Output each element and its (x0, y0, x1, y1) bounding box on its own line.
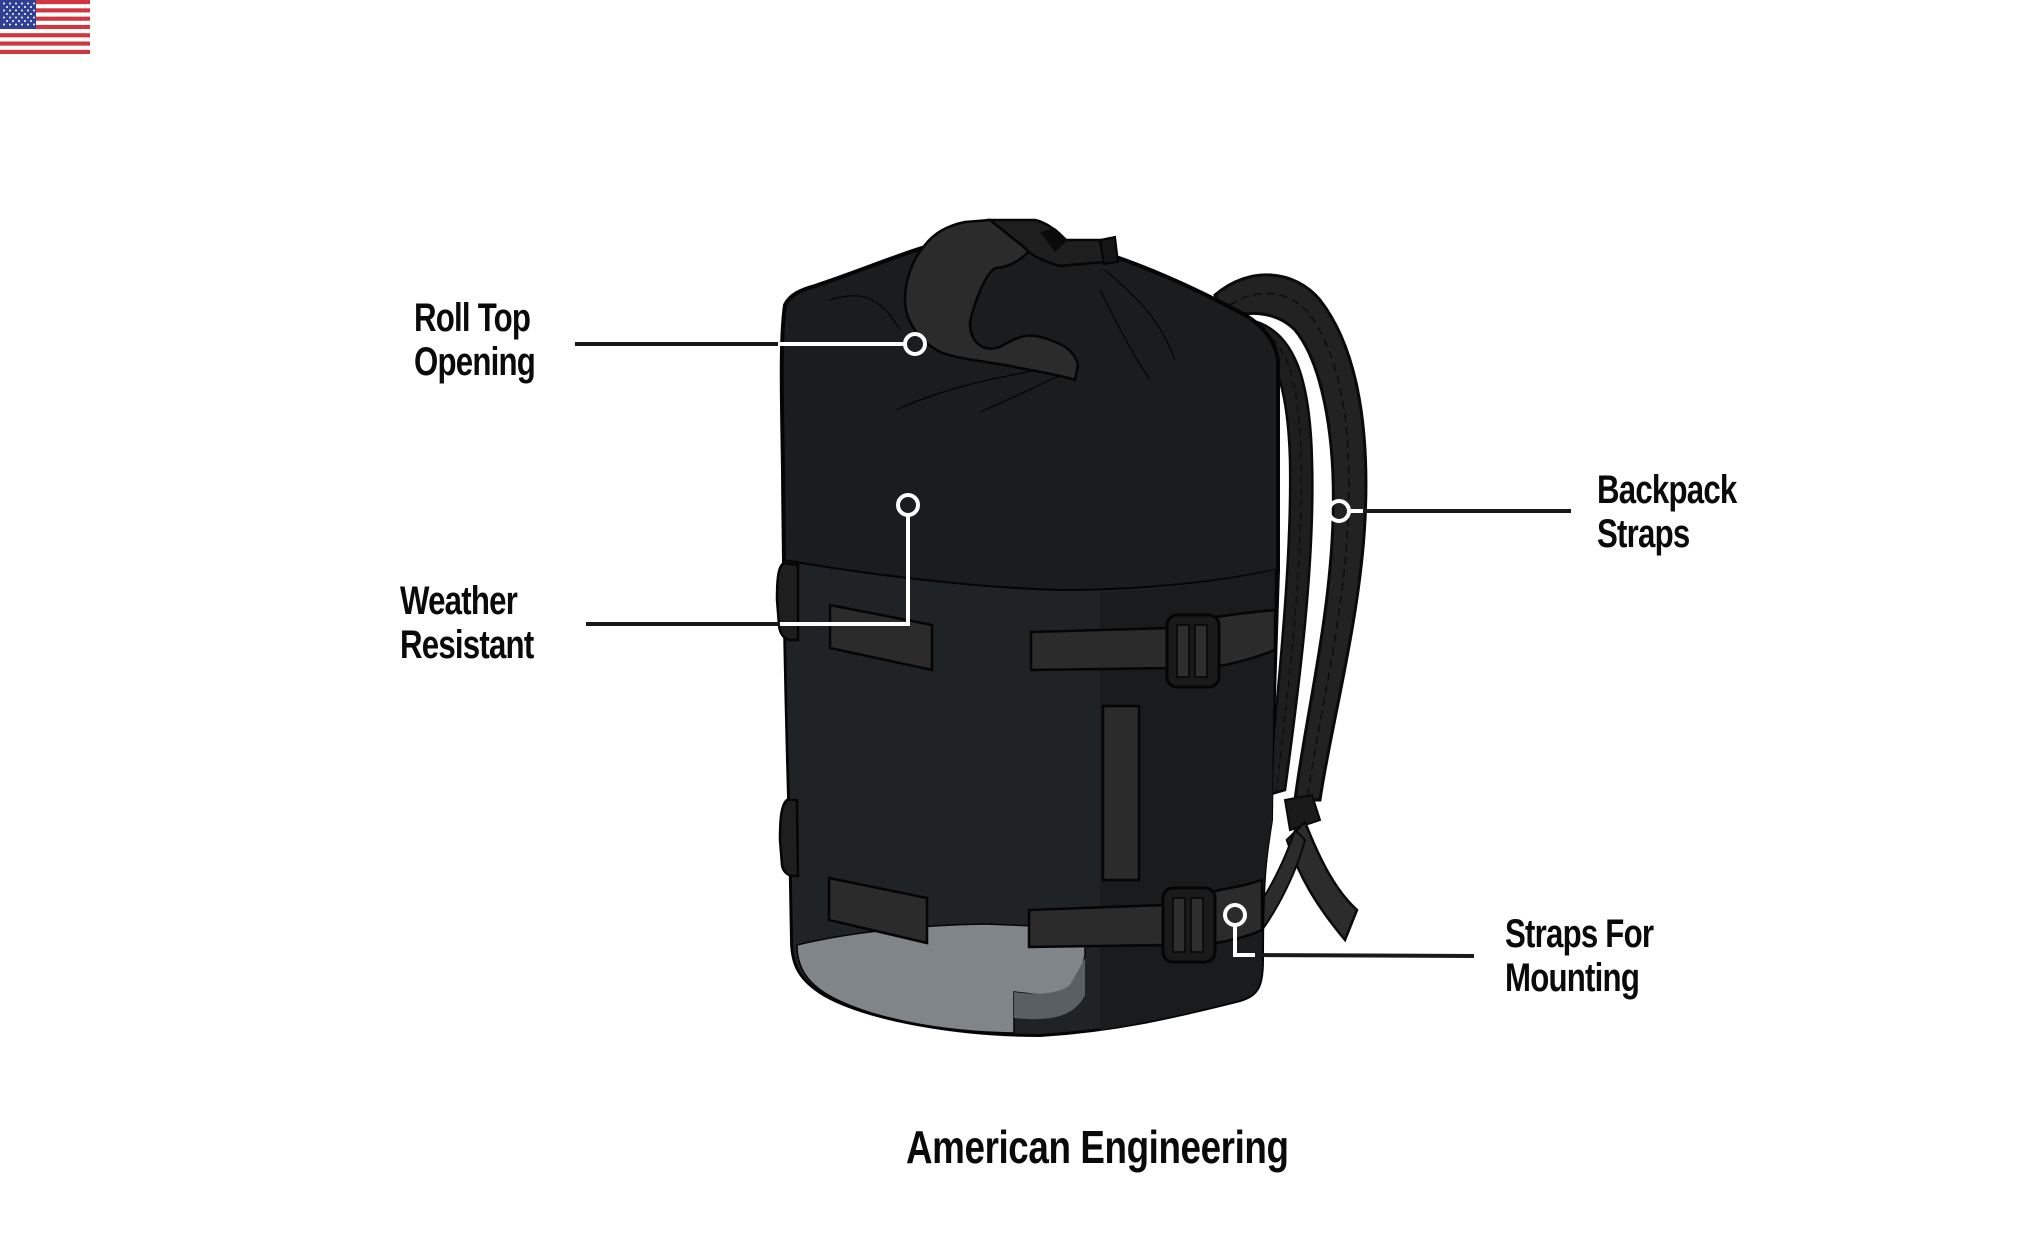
callout-roll-top-line (575, 332, 927, 356)
callout-dot-icon (1327, 499, 1351, 523)
label-line: Backpack (1597, 468, 1737, 512)
label-line: Resistant (400, 623, 534, 667)
callout-label-weather-resistant: Weather Resistant (400, 579, 534, 667)
vertical-patch-graphic (1101, 704, 1141, 882)
footer-american-engineering: American Engineering (906, 1121, 1289, 1173)
label-line: Straps For (1505, 912, 1654, 956)
callout-mounting-straps-line (1223, 903, 1475, 958)
callout-dot-icon (1223, 903, 1247, 927)
callout-label-backpack-straps: Backpack Straps (1597, 468, 1737, 556)
backpack-strap-graphic (1213, 273, 1368, 943)
roll-top-buckle-graphic (903, 218, 1120, 382)
label-line: Roll Top (414, 296, 531, 340)
side-loop-graphic (775, 561, 800, 878)
lower-compression-strap-graphic (827, 876, 1264, 964)
callout-dot-icon (903, 332, 927, 356)
label-line: Opening (414, 340, 536, 384)
label-line: Weather (400, 579, 518, 623)
label-line: Straps (1597, 512, 1690, 556)
callout-weather-line (586, 493, 920, 626)
callout-label-mounting-straps: Straps For Mounting (1505, 912, 1654, 1000)
callout-label-roll-top: Roll Top Opening (414, 296, 536, 384)
label-line: Mounting (1505, 956, 1640, 1000)
callout-dot-icon (896, 493, 920, 517)
callout-backpack-straps-line (1327, 499, 1571, 523)
us-flag-icon (0, 0, 90, 54)
